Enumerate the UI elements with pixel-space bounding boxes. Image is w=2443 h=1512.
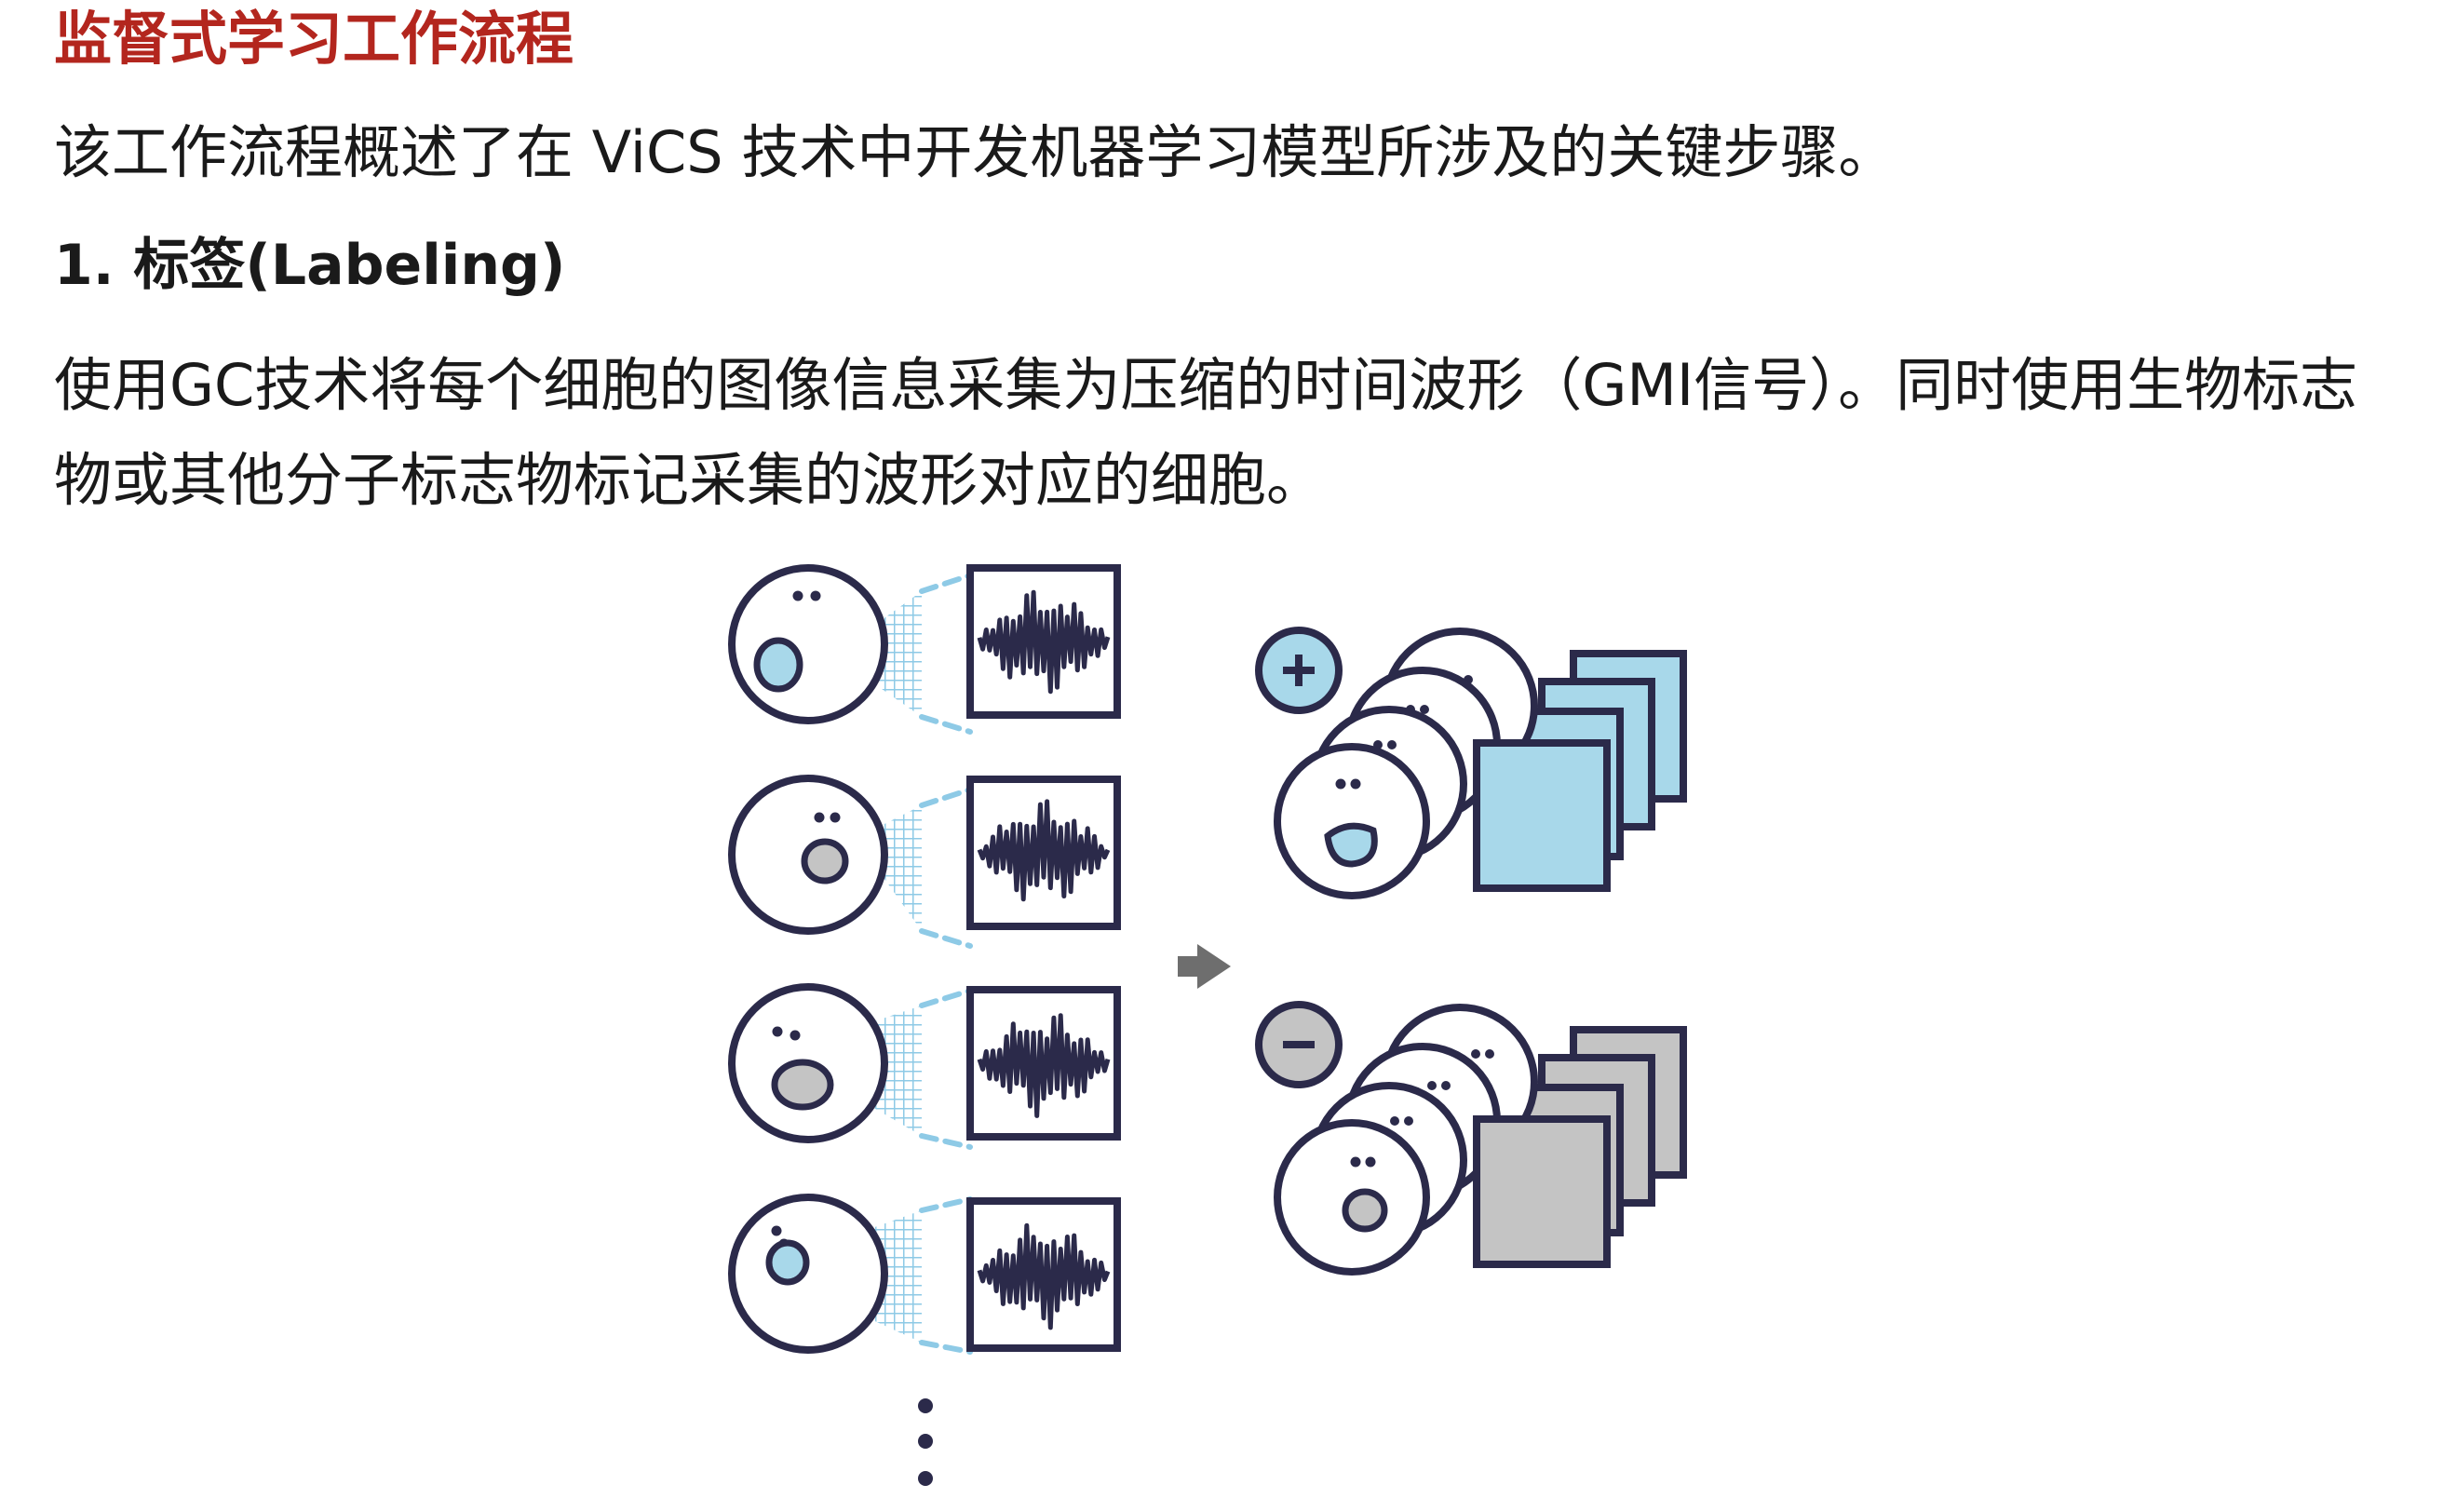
beam [875, 805, 922, 931]
section-title: 监督式学习工作流程 [54, 5, 574, 73]
step-heading: 1. 标签(Labeling) [54, 233, 566, 298]
waveform-trace [977, 589, 1111, 695]
positive-group [1255, 627, 1687, 899]
step-description: 使用GC技术将每个细胞的图像信息采集为压缩的时间波形（GMI信号）。同时使用生物… [54, 351, 2358, 514]
plus-circle-icon [1255, 627, 1343, 714]
nucleus [771, 1059, 834, 1111]
waveform-trace [977, 1222, 1111, 1330]
labeling-diagram [680, 540, 1778, 1512]
vertical-ellipsis-icon [918, 1398, 933, 1486]
cell [1274, 743, 1430, 899]
right-arrow-icon [1178, 944, 1231, 989]
nucleus [801, 838, 849, 884]
waveform-card [1473, 739, 1611, 892]
intro-paragraph: 该工作流程概述了在 ViCS 技术中开发机器学习模型所涉及的关键步骤。 [54, 118, 1896, 186]
waveform-card [1473, 1115, 1611, 1268]
cell [728, 1194, 888, 1354]
waveform-trace [977, 799, 1111, 902]
nucleus [753, 637, 803, 693]
waveform-trace [977, 1013, 1111, 1118]
negative-group [1255, 1001, 1687, 1276]
nucleus [765, 1239, 810, 1286]
cell [728, 564, 888, 724]
minus-circle-icon [1255, 1001, 1343, 1088]
